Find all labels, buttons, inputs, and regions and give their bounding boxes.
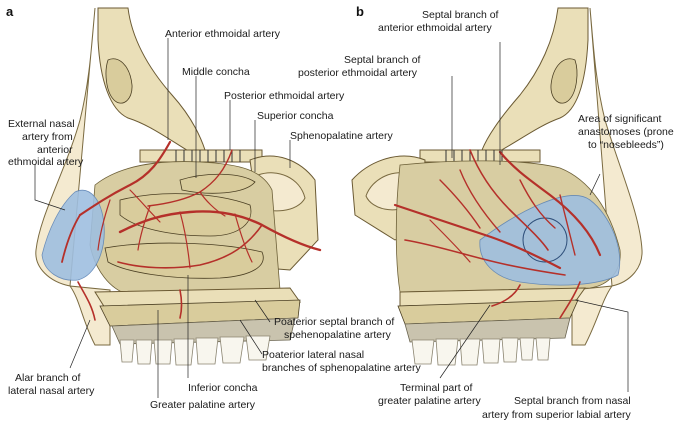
label-septal-posterior-line2: posterior ethmoidal artery xyxy=(298,67,418,79)
label-septal-posterior-line1: Septal branch of xyxy=(344,54,421,66)
panel-a-frontal-sinus xyxy=(105,58,133,104)
panel-b-letter: b xyxy=(356,4,364,19)
label-external-nasal-line3: anterior xyxy=(37,144,73,156)
label-external-nasal-line1: External nasal xyxy=(8,118,75,130)
panel-a-middle-concha xyxy=(119,193,252,237)
panel-b-arteries xyxy=(393,149,602,319)
panel-b-cribriform-plate xyxy=(419,149,541,163)
panel-b-drawing xyxy=(351,7,643,366)
panel-a-arteries xyxy=(61,140,322,321)
label-external-nasal-line2: artery from xyxy=(22,131,73,143)
label-septal-nasal-line1: Septal branch from nasal xyxy=(514,395,631,407)
label-septal-anterior-line2: anterior ethmoidal artery xyxy=(378,22,493,34)
label-superior-concha: Superior concha xyxy=(257,110,334,122)
label-alar-line2: lateral nasal artery xyxy=(8,385,95,397)
label-inferior-concha: Inferior concha xyxy=(188,382,258,394)
label-posterior-ethmoidal-artery: Posterior ethmoidal artery xyxy=(224,90,345,102)
label-posterior-lateral-line2: branches of sphenopalatine artery xyxy=(262,362,422,374)
panel-a-teeth xyxy=(119,335,271,366)
panel-b-nose-skin xyxy=(571,7,643,346)
panel-b-gum xyxy=(404,317,571,343)
label-terminal-line1: Terminal part of xyxy=(400,382,472,394)
label-posterior-septal-line2: spehenopalatine artery xyxy=(284,329,392,341)
leader-lines xyxy=(34,38,629,398)
label-middle-concha: Middle concha xyxy=(182,66,250,78)
panel-a-inferior-concha xyxy=(104,242,264,279)
label-external-nasal-line4: ethmoidal artery xyxy=(8,156,84,168)
label-septal-nasal-line2: artery from superior labial artery xyxy=(482,409,632,421)
label-area-line1: Area of significant xyxy=(578,113,662,125)
panel-a-drawing xyxy=(35,7,322,366)
label-posterior-septal-line1: Poaterior septal branch of xyxy=(274,316,394,328)
label-septal-anterior-line1: Septal branch of xyxy=(422,9,499,21)
label-alar-line1: Alar branch of xyxy=(15,372,80,384)
panel-b-frontal-sinus xyxy=(550,58,578,104)
label-area-line3: to “nosebleeds”) xyxy=(588,139,664,151)
panel-a-letter: a xyxy=(6,4,14,19)
label-anterior-ethmoidal-artery: Anterior ethmoidal artery xyxy=(165,28,281,40)
panel-b-teeth xyxy=(411,337,551,366)
label-posterior-lateral-line1: Poaterior lateral nasal xyxy=(262,349,364,361)
panel-a-maxilla xyxy=(99,299,301,327)
label-greater-palatine-artery: Greater palatine artery xyxy=(150,399,256,411)
label-sphenopalatine-artery: Sphenopalatine artery xyxy=(290,130,393,142)
label-area-line2: anastomoses (prone xyxy=(578,126,674,138)
label-terminal-line2: greater palatine artery xyxy=(378,395,481,407)
